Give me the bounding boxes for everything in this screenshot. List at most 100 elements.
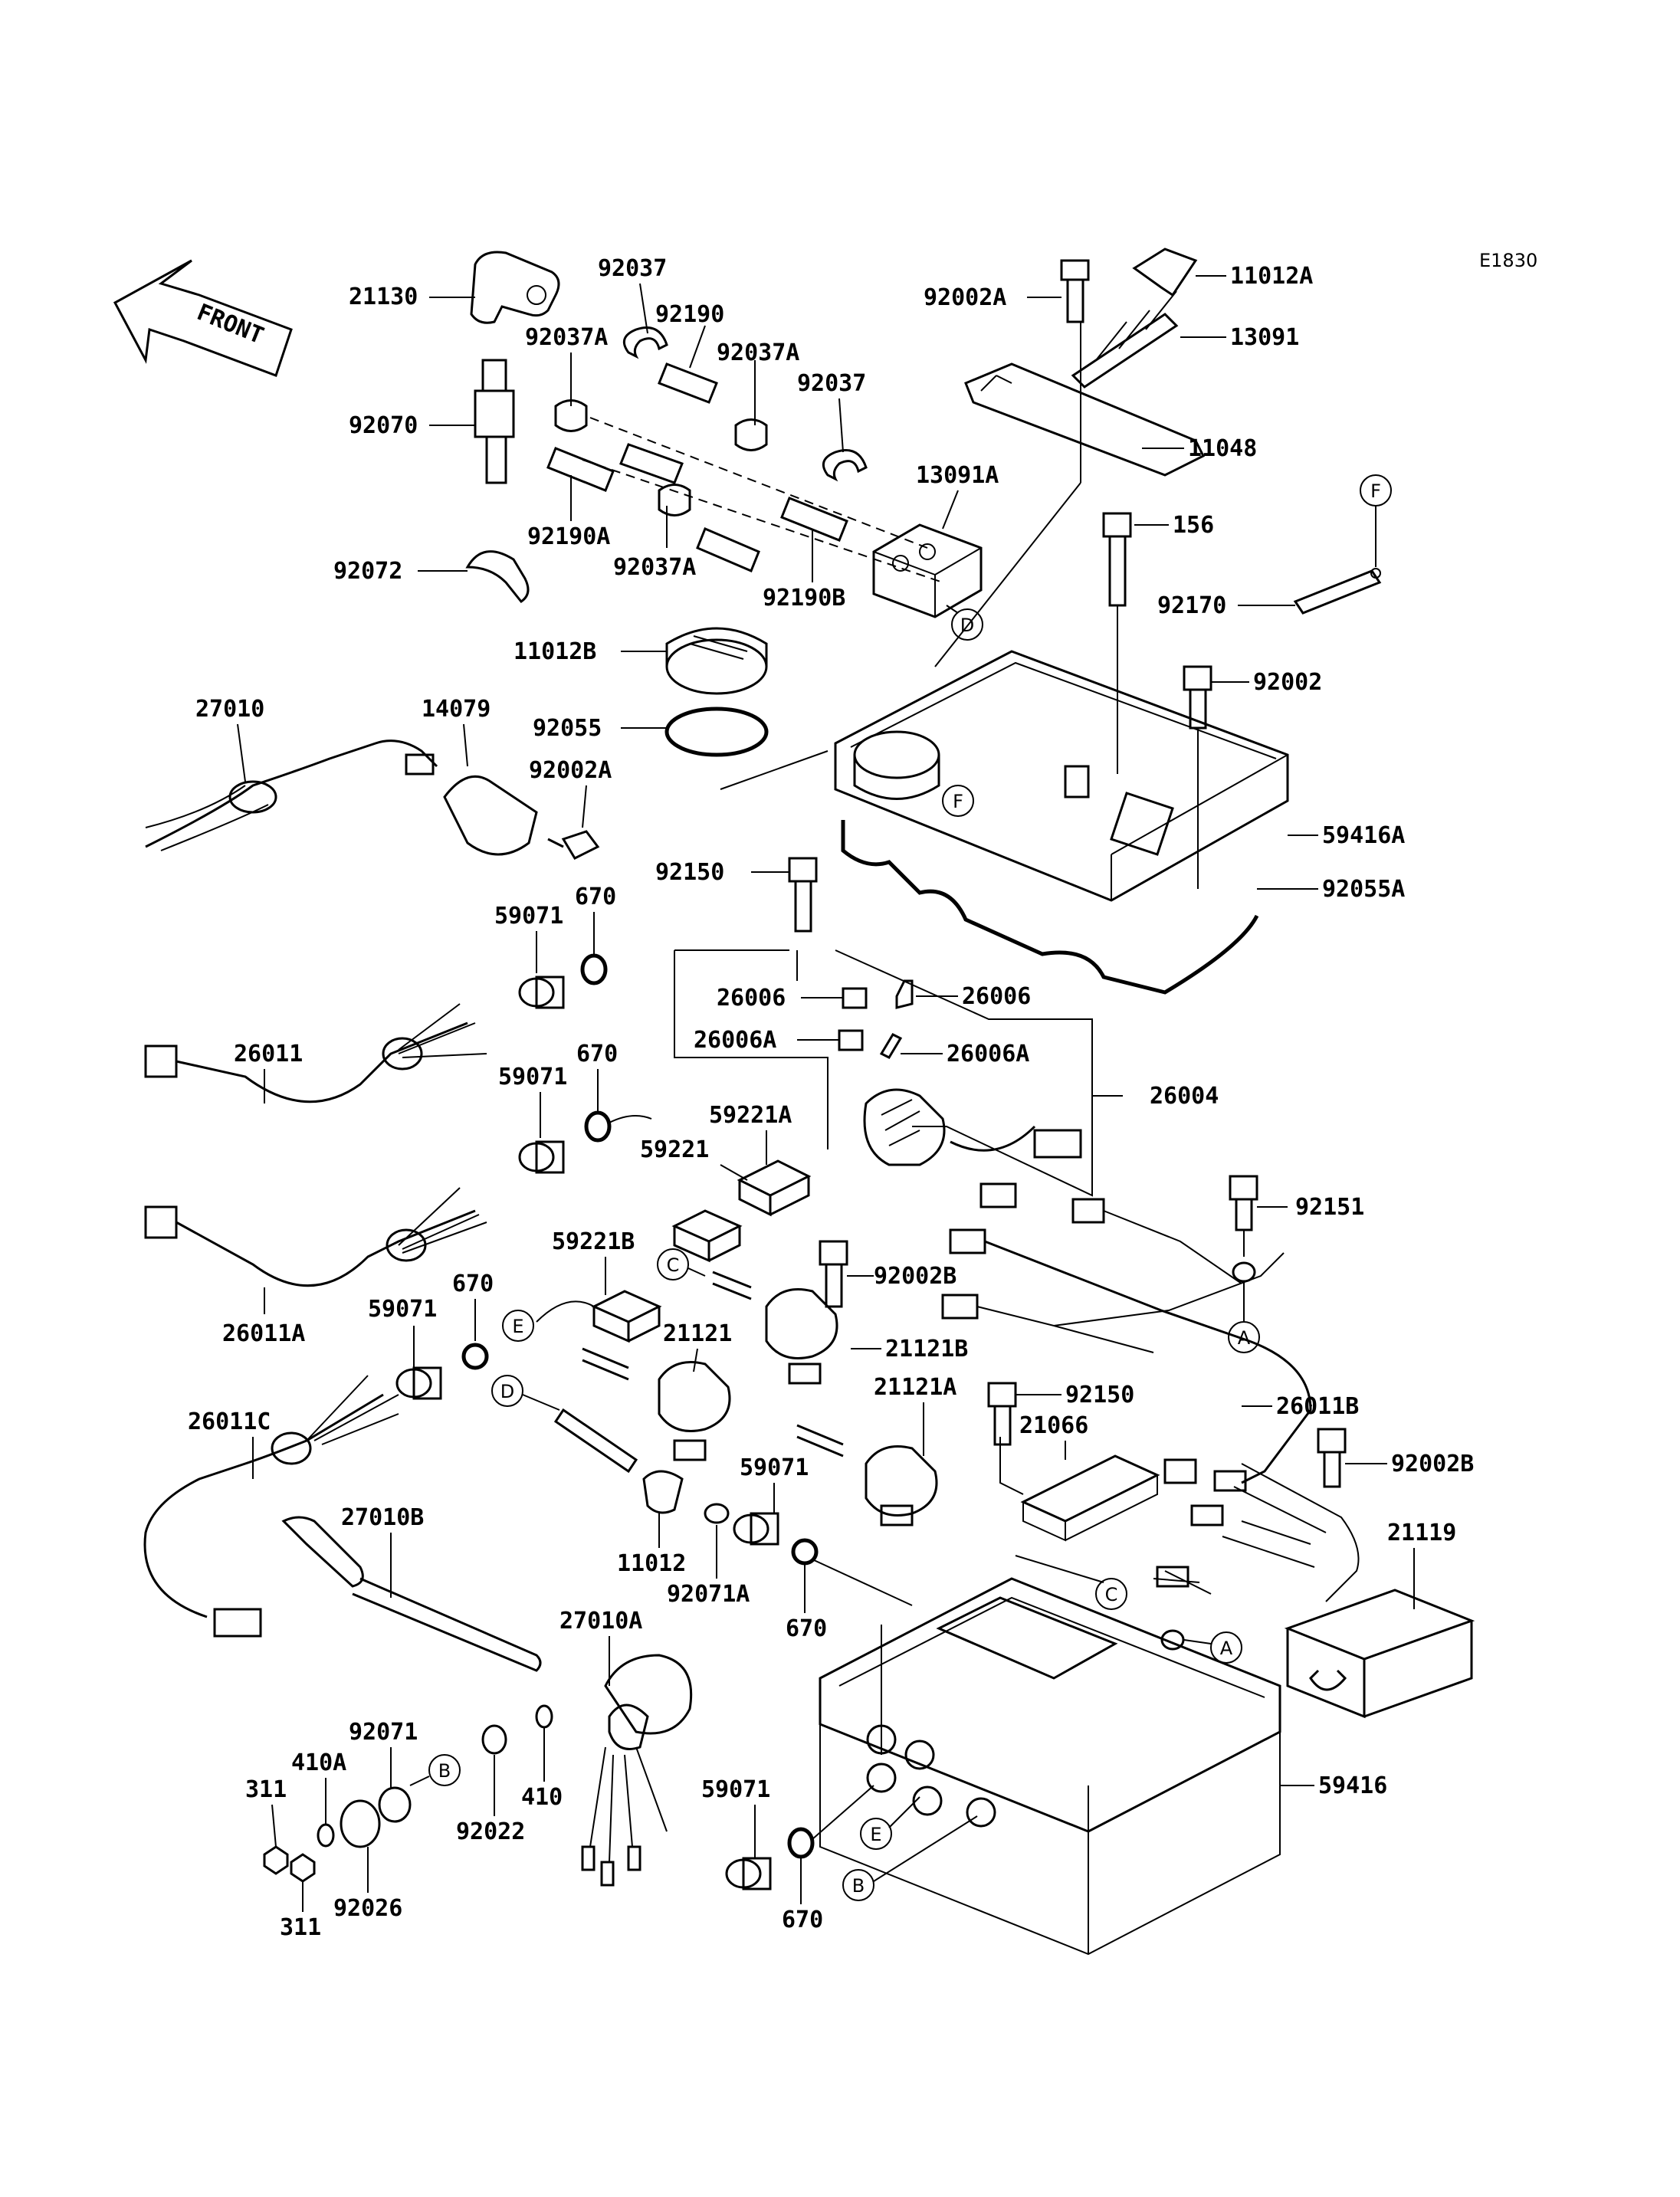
switch-27010a-part	[581, 1636, 693, 1887]
label-21119: 21119	[1387, 1520, 1456, 1546]
label-92037A-bottom: 92037A	[613, 554, 696, 581]
label-59071-5: 59071	[701, 1776, 770, 1803]
label-92190B: 92190B	[763, 585, 845, 612]
label-92026: 92026	[333, 1895, 402, 1922]
electric-case-cover-59416a-part	[720, 650, 1318, 902]
label-92150-top: 92150	[655, 859, 724, 886]
label-14079: 14079	[422, 696, 491, 723]
label-26011A: 26011A	[222, 1320, 305, 1347]
bolt-92002b-right-part	[1317, 1428, 1387, 1488]
washer-92022-part	[481, 1724, 507, 1816]
label-670-1: 670	[575, 884, 616, 910]
label-59221A: 59221A	[709, 1102, 792, 1129]
cable-strap-part	[418, 550, 530, 604]
plug-59071-2-part	[518, 1092, 565, 1174]
connector-59221-part	[671, 1164, 748, 1263]
label-311-bottom: 311	[280, 1914, 321, 1941]
label-11012A: 11012A	[1230, 263, 1313, 290]
clip-92037a-right-part	[734, 360, 768, 451]
bolt-92002b-mid-part	[819, 1240, 874, 1308]
o-ring-670-3-part	[461, 1299, 489, 1370]
filler-cap-11012b-part	[621, 627, 768, 695]
label-59071-2: 59071	[498, 1064, 567, 1090]
label-311-top: 311	[245, 1776, 287, 1803]
harness-26011b-part	[941, 1198, 1312, 1484]
sensor-27010b-part	[281, 1516, 542, 1672]
label-26011C: 26011C	[188, 1408, 271, 1435]
hose-upper-mid-part	[619, 443, 684, 484]
callout-C-left: C	[657, 1248, 706, 1280]
label-92037A-right: 92037A	[717, 339, 799, 366]
bracket-11048-part	[964, 362, 1206, 477]
bolt-92150-top-part	[751, 857, 818, 933]
label-92071A: 92071A	[667, 1581, 750, 1608]
label-13091: 13091	[1230, 324, 1299, 351]
nut-311-bottom-part	[290, 1853, 316, 1912]
label-21121B: 21121B	[885, 1336, 968, 1362]
callout-letter: A	[1220, 1638, 1233, 1659]
label-59416A: 59416A	[1322, 822, 1405, 849]
label-92190: 92190	[655, 301, 724, 328]
cap-11012-part	[642, 1470, 684, 1548]
o-ring-670-4-part	[791, 1538, 913, 1613]
label-11012B: 11012B	[514, 638, 596, 665]
front-arrow-icon: FRONT	[113, 259, 293, 377]
fuse-26006a-left-part	[797, 1029, 864, 1051]
label-11012: 11012	[617, 1550, 686, 1577]
label-410A: 410A	[291, 1749, 346, 1776]
label-92070: 92070	[349, 412, 418, 439]
callout-F-mid: F	[942, 785, 974, 817]
gasket-92055a-part	[841, 820, 1318, 995]
label-21121: 21121	[663, 1320, 732, 1347]
clip-92037-top-part	[622, 283, 668, 359]
bracket-13091-part	[1071, 290, 1226, 389]
label-92151: 92151	[1295, 1194, 1364, 1221]
bolt-92002a-mid-part	[547, 785, 600, 860]
label-21121A: 21121A	[874, 1374, 956, 1401]
bolt-92002a-top-part	[1027, 259, 1090, 323]
label-59071-3: 59071	[368, 1296, 437, 1323]
callout-letter: D	[960, 615, 974, 636]
harness-27010-part	[145, 723, 438, 851]
fuse-box-26004-part	[674, 949, 1123, 1208]
sensor-14079-part	[443, 723, 538, 856]
callout-letter: A	[1238, 1327, 1251, 1349]
label-410: 410	[521, 1784, 563, 1811]
callout-letter: E	[870, 1824, 881, 1845]
callout-C-right: C	[1095, 1578, 1127, 1610]
bolt-156-part	[1102, 512, 1169, 774]
label-92022: 92022	[456, 1818, 525, 1845]
cap-92026-part	[340, 1799, 381, 1893]
grommet-92071a-part	[704, 1503, 730, 1579]
callout-E-left: E	[502, 1310, 534, 1342]
harness-26011-part	[144, 1003, 487, 1103]
label-92037-right: 92037	[797, 370, 866, 397]
label-26011B: 26011B	[1276, 1393, 1359, 1420]
label-27010: 27010	[195, 696, 264, 723]
label-59071-1: 59071	[494, 903, 563, 930]
hose-92190b-part	[780, 497, 848, 582]
clip-92037a-bottom-part	[658, 484, 691, 548]
label-92037-top: 92037	[598, 255, 667, 282]
callout-letter: B	[438, 1760, 451, 1782]
callout-D-top: D	[946, 605, 983, 641]
label-92055A: 92055A	[1322, 876, 1405, 903]
callout-D-left: D	[491, 1375, 560, 1411]
bolt-92002-part	[1183, 665, 1249, 889]
label-92002B-right: 92002B	[1391, 1451, 1474, 1477]
label-92002B-mid: 92002B	[874, 1263, 956, 1290]
callout-letter: C	[1105, 1584, 1118, 1605]
label-26004: 26004	[1150, 1083, 1219, 1110]
spark-plug-part	[429, 359, 515, 484]
label-92037A-left: 92037A	[525, 324, 608, 351]
plug-59071-3-part	[395, 1326, 442, 1400]
label-27010A: 27010A	[559, 1608, 642, 1635]
o-ring-670-5-part	[787, 1785, 874, 1904]
callout-A-box: A	[1183, 1631, 1242, 1664]
clip-92037a-left-part	[554, 353, 588, 432]
label-13091A: 13091A	[916, 462, 999, 489]
callout-letter: F	[953, 791, 963, 812]
cap-holder-13091a-part	[872, 490, 983, 618]
label-156: 156	[1173, 512, 1214, 539]
